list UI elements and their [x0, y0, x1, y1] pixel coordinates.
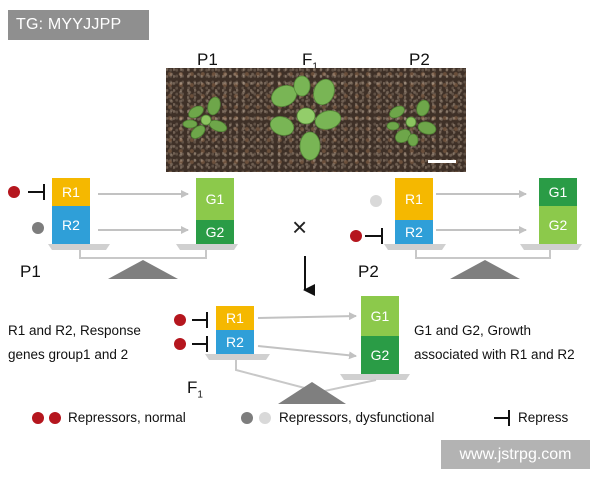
scale-bar: [428, 160, 456, 163]
legend-normal-dot-1: [32, 412, 44, 424]
f1-g2-box: G2: [361, 336, 399, 374]
photo-label-p2: P2: [409, 50, 430, 69]
p2-g2-box: G2: [539, 206, 577, 244]
photo-label-p1: P1: [197, 50, 218, 69]
p2-g1-box: G1: [539, 178, 577, 206]
p1-r1-box: R1: [52, 178, 90, 206]
repressor-normal-dot-f1-r1: [174, 314, 186, 326]
legend-normal-dot-2: [49, 412, 61, 424]
p2-r1-box: R1: [395, 178, 433, 220]
arrow-f1-r1-g1: [257, 312, 357, 321]
plant-photo: [166, 68, 466, 172]
legend-dysfunctional-dot-1: [241, 412, 253, 424]
f1-r1-box: R1: [216, 306, 254, 330]
description-left: R1 and R2, Response genes group1 and 2: [8, 319, 141, 367]
repress-symbols: [28, 184, 510, 426]
plant-rosettes-illustration: [182, 75, 456, 163]
p1-r2-box: R2: [52, 206, 90, 244]
p1-g2-box: G2: [196, 220, 234, 244]
description-left-line1: R1 and R2, Response: [8, 323, 141, 338]
balance-p2: [384, 244, 582, 279]
repressor-normal-dot-p1-r1: [8, 186, 20, 198]
generation-label-p2: P2: [358, 262, 379, 281]
description-right-line1: G1 and G2, Growth: [414, 323, 532, 338]
arrow-f1-r2-g2: [257, 345, 357, 360]
f1-g1-box: G1: [361, 296, 399, 336]
repressor-dysfunctional-dot-p2-r1: [370, 195, 382, 207]
legend-normal-label: Repressors, normal: [68, 410, 186, 425]
description-left-line2: genes group1 and 2: [8, 347, 129, 362]
legend-repress-label: Repress: [518, 410, 569, 425]
balance-p1: [48, 244, 238, 279]
channel-watermark: TG: MYYJJPP: [8, 10, 149, 40]
repressor-dysfunctional-dot-p1-r2: [32, 222, 44, 234]
description-right-line2: associated with R1 and R2: [414, 347, 575, 362]
legend-dysfunctional-label: Repressors, dysfunctional: [279, 410, 435, 425]
site-watermark: www.jstrpg.com: [441, 440, 590, 469]
description-right: G1 and G2, Growth associated with R1 and…: [414, 319, 575, 367]
cross-symbol: ×: [292, 212, 308, 242]
generation-label-p1: P1: [20, 262, 41, 281]
legend-dysfunctional-dot-2: [259, 412, 271, 424]
p1-g1-box: G1: [196, 178, 234, 220]
balance-f1: [205, 354, 410, 404]
p2-r2-box: R2: [395, 220, 433, 244]
f1-r2-box: R2: [216, 330, 254, 354]
generation-label-f1: F1: [187, 378, 203, 401]
photo-label-f1: F1: [302, 50, 318, 73]
repressor-normal-dot-p2-r2: [350, 230, 362, 242]
repressor-normal-dot-f1-r2: [174, 338, 186, 350]
